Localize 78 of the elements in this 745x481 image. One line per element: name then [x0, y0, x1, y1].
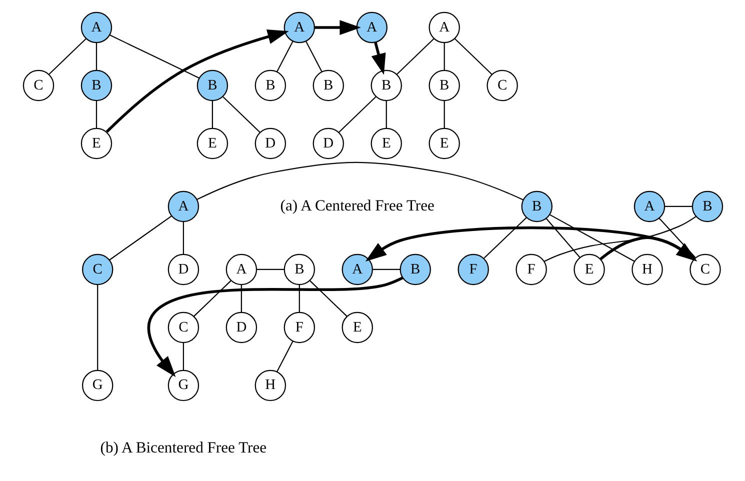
connector	[182, 342, 184, 370]
label: (a) A Centered Free Tree	[280, 198, 434, 215]
node-circle: B	[312, 70, 344, 102]
node-circle: A	[283, 12, 315, 44]
connector	[305, 41, 322, 72]
node-circle: E	[370, 128, 402, 160]
connector	[211, 100, 212, 128]
node-circle: E	[428, 128, 460, 160]
connector	[276, 41, 293, 72]
node-circle: B	[520, 190, 552, 222]
node-circle: B	[428, 70, 460, 102]
connector	[96, 284, 98, 370]
node-circle: E	[196, 128, 228, 160]
connector	[443, 100, 444, 128]
node-circle: F	[515, 254, 546, 286]
node-circle: D	[225, 312, 257, 344]
node-circle: D	[254, 128, 286, 160]
node-circle: B	[691, 190, 723, 222]
connector	[309, 280, 347, 317]
connector	[48, 38, 86, 75]
connector	[385, 100, 386, 128]
connector	[108, 216, 172, 260]
connector	[182, 222, 184, 254]
node-circle: B	[254, 70, 286, 102]
node-circle: A	[167, 190, 199, 222]
connector	[193, 280, 231, 317]
connector	[443, 42, 444, 70]
arrow	[105, 29, 288, 133]
connector	[196, 162, 523, 200]
connector	[549, 214, 634, 262]
connector	[372, 268, 400, 270]
node-circle: C	[486, 70, 518, 102]
connector	[658, 218, 696, 258]
node-circle: B	[283, 254, 315, 286]
connector	[298, 284, 300, 312]
connector	[545, 218, 580, 258]
node-circle: A	[428, 12, 460, 44]
connector	[95, 42, 97, 70]
node-circle: D	[167, 254, 199, 286]
node-circle: B	[399, 254, 430, 286]
node-circle: C	[689, 254, 720, 286]
label: (b) A Bicentered Free Tree	[100, 440, 266, 457]
node-circle: A	[356, 12, 387, 44]
node-circle: G	[167, 370, 199, 402]
node-circle: H	[631, 254, 662, 286]
node-circle: E	[573, 254, 604, 286]
connector	[664, 206, 692, 208]
node-circle: G	[82, 370, 113, 402]
connector	[396, 38, 434, 75]
node-circle: B	[370, 70, 402, 102]
node-circle: C	[82, 254, 113, 286]
node-circle: A	[80, 12, 112, 44]
arrow	[364, 226, 694, 262]
node-circle: D	[312, 128, 344, 160]
node-circle: A	[341, 254, 372, 286]
node-circle: A	[633, 190, 665, 222]
arrow	[146, 276, 403, 378]
connector	[483, 217, 526, 259]
node-circle: F	[457, 254, 488, 286]
connector	[454, 38, 492, 75]
node-circle: B	[196, 70, 228, 102]
node-circle: E	[80, 128, 112, 160]
node-circle: C	[167, 312, 199, 344]
connector	[222, 96, 260, 133]
node-circle: A	[225, 254, 257, 286]
arrow	[314, 20, 360, 35]
node-circle: H	[254, 370, 286, 402]
node-circle: E	[341, 312, 372, 344]
connector	[95, 100, 97, 128]
connector	[109, 34, 200, 79]
node-circle: C	[22, 70, 54, 102]
connector	[276, 341, 293, 372]
connector	[240, 284, 242, 312]
node-circle: F	[283, 312, 315, 344]
connector	[338, 96, 376, 133]
arrow	[370, 42, 386, 75]
node-circle: B	[80, 70, 112, 102]
connector	[256, 268, 284, 270]
